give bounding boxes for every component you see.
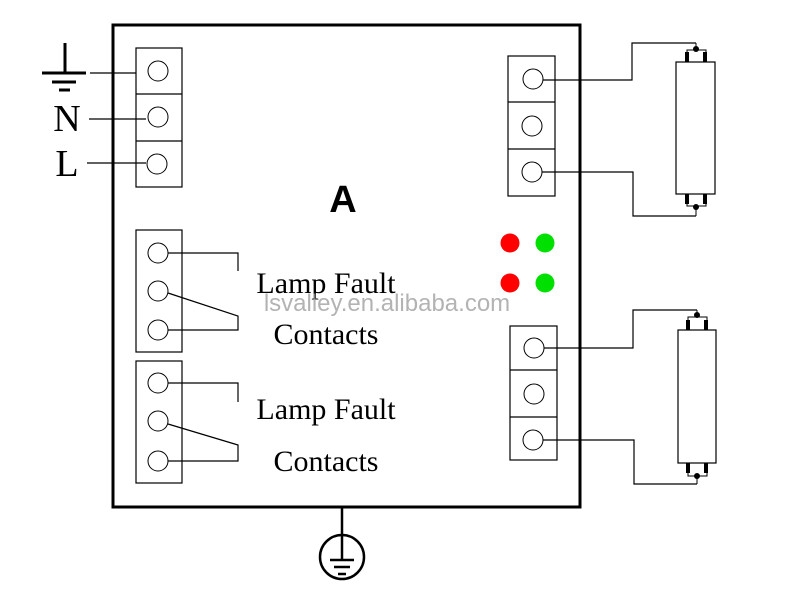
fluorescent-tube-1: [675, 43, 716, 216]
terminal-screw-n: [147, 106, 169, 128]
led-fault-1: [500, 233, 520, 253]
fault-contact-block-2: [135, 360, 239, 484]
lamp-1-wire-top: [543, 42, 696, 81]
unit-label: A: [329, 179, 356, 221]
led-fault-2: [500, 273, 520, 293]
lamp-terminal-block-1: [507, 55, 556, 197]
protective-earth-icon: [318, 507, 366, 581]
lamp-1-wire-bottom: [542, 171, 696, 217]
led-ok-1: [535, 233, 555, 253]
fault-contacts-1-line1: Lamp Fault: [256, 267, 396, 300]
watermark: lsvalley.en.alibaba.com: [264, 290, 510, 317]
power-terminal-block: [135, 47, 183, 188]
fluorescent-tube-2: [677, 310, 717, 484]
led-ok-2: [535, 273, 555, 293]
fault-contacts-2-line2: Contacts: [274, 445, 379, 478]
lamp-2-wire-top: [544, 309, 697, 349]
fault-contacts-2-line1: Lamp Fault: [256, 393, 396, 426]
fault-contact-block-1: [135, 229, 239, 353]
terminal-screw-earth: [147, 60, 169, 82]
neutral-label: N: [53, 98, 80, 140]
lamp-2-wire-bottom: [543, 439, 697, 485]
earth-ground-icon: [42, 43, 86, 92]
terminal-screw-l: [146, 153, 168, 175]
indicator-leds: [500, 233, 555, 293]
enclosure-box: [111, 23, 582, 509]
live-label: L: [55, 143, 78, 185]
fault-contacts-1-line2: Contacts: [274, 318, 379, 351]
